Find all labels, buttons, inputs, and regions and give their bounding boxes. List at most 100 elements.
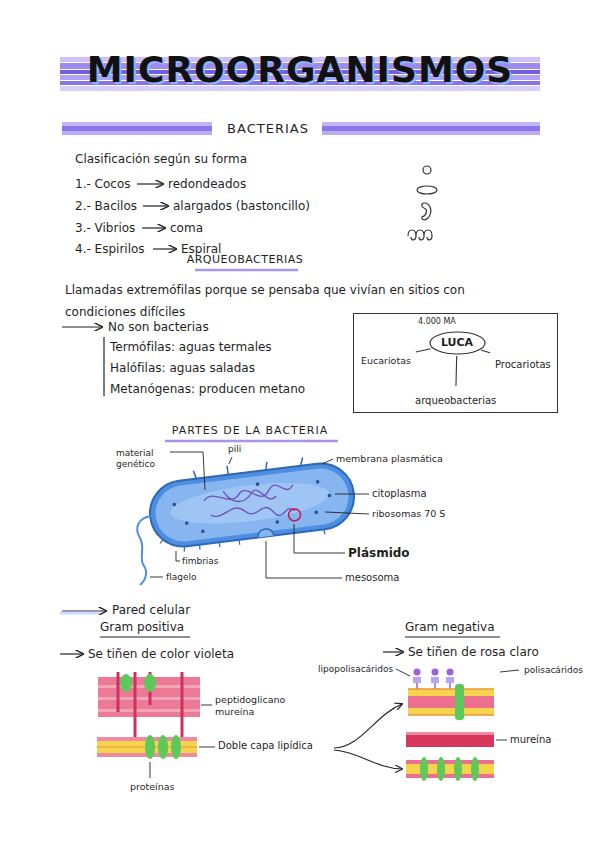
text-arrow bbox=[62, 326, 102, 327]
heading-underline bbox=[100, 637, 190, 638]
bacterium-body bbox=[172, 502, 176, 506]
bacterium-body bbox=[316, 480, 320, 484]
bacterium-body bbox=[152, 465, 351, 544]
flagellum bbox=[137, 516, 151, 585]
bacterium-body bbox=[185, 521, 189, 525]
part-label: lipopolisacáridos bbox=[318, 664, 393, 675]
leader-line bbox=[199, 747, 215, 748]
paragraph: Llamadas extremófilas porque se pensaba … bbox=[65, 279, 535, 323]
bacterium-body bbox=[145, 451, 358, 555]
part-label: fimbrias bbox=[182, 556, 219, 567]
list-item: 3.- Vibrios bbox=[75, 221, 135, 235]
text-arrow bbox=[62, 610, 106, 611]
node-title: LUCA bbox=[441, 336, 473, 349]
branch-text: arqueobacterias bbox=[415, 395, 496, 407]
bacterium-body bbox=[255, 482, 259, 486]
branch-line bbox=[416, 349, 431, 352]
part-label: polisacáridos bbox=[524, 665, 583, 676]
flagellum bbox=[137, 516, 151, 585]
branch-text: Eucariotas bbox=[361, 355, 411, 366]
section-band bbox=[322, 122, 540, 126]
text-arrow bbox=[143, 205, 168, 206]
subheading: Gram positiva bbox=[100, 620, 184, 634]
gram-positive-wall bbox=[120, 674, 132, 692]
section-band bbox=[62, 131, 212, 135]
bacterium-body bbox=[203, 483, 296, 525]
shape-icon bbox=[422, 203, 431, 220]
gram-negative-wall bbox=[432, 669, 439, 676]
branch-line bbox=[455, 356, 457, 386]
leader-line bbox=[150, 452, 519, 778]
gram-negative-wall bbox=[406, 760, 494, 764]
leader-line bbox=[396, 669, 410, 676]
text-arrow bbox=[383, 651, 403, 652]
branch-line bbox=[481, 350, 490, 353]
leader-line bbox=[170, 452, 205, 490]
shape-icon bbox=[423, 166, 431, 174]
leader-line bbox=[201, 705, 212, 706]
gram-negative-wall bbox=[406, 774, 494, 778]
part-label: ribosomas 70 S bbox=[372, 508, 445, 519]
heading-underline bbox=[195, 269, 298, 272]
part-label: peptidoglicano bbox=[215, 694, 285, 705]
list-item: Halófilas: aguas saladas bbox=[110, 361, 255, 375]
gram-positive-wall bbox=[145, 735, 155, 759]
list-item: redondeados bbox=[168, 177, 246, 191]
note-text: No son bacterias bbox=[108, 320, 209, 334]
heading-underline bbox=[60, 270, 500, 637]
section-band bbox=[322, 126, 540, 131]
subheading: Gram negativa bbox=[405, 620, 495, 634]
leader-line bbox=[229, 457, 232, 464]
luca-ellipse: LUCA bbox=[429, 331, 486, 355]
branch-text: Procariotas bbox=[495, 359, 551, 371]
bracket-line bbox=[103, 337, 104, 396]
gram-positive-wall bbox=[158, 735, 168, 759]
gram-positive-wall bbox=[97, 672, 200, 759]
list-item: 1.- Cocos bbox=[75, 177, 131, 191]
gram-negative-wall bbox=[406, 732, 494, 735]
curved-arrow bbox=[334, 704, 402, 748]
leader-line bbox=[500, 670, 519, 672]
list-item: 2.- Bacilos bbox=[75, 199, 137, 213]
branch-label: Eucariotas bbox=[358, 348, 414, 369]
bacterium-body bbox=[327, 493, 331, 497]
bacterium-body bbox=[146, 460, 358, 550]
leader-line bbox=[496, 740, 507, 741]
curved-arrow bbox=[334, 750, 402, 769]
list-item: Termófilas: aguas termales bbox=[110, 340, 272, 354]
shape-icon bbox=[417, 186, 437, 194]
bacterium-body bbox=[160, 519, 326, 554]
part-label: Plásmido bbox=[348, 546, 410, 560]
bracket-line bbox=[103, 337, 104, 396]
gram-negative-wall bbox=[406, 732, 494, 747]
branch-label: Procariotas bbox=[492, 352, 554, 373]
part-label: proteínas bbox=[130, 781, 175, 792]
bacterium-body bbox=[257, 528, 274, 537]
list-item: 4.- Espirilos bbox=[75, 242, 145, 256]
part-label: citoplasma bbox=[372, 488, 427, 500]
shape-icon bbox=[408, 166, 437, 240]
part-label: mesosoma bbox=[345, 572, 399, 584]
bacterium-body bbox=[168, 476, 331, 531]
bacterium-body bbox=[201, 529, 205, 533]
gram-negative-wall bbox=[446, 677, 454, 683]
gram-negative-wall bbox=[431, 677, 439, 683]
gram-negative-wall bbox=[447, 669, 454, 676]
gram-negative-wall bbox=[413, 677, 421, 683]
gram-positive-wall bbox=[144, 674, 156, 692]
part-label: flagelo bbox=[166, 572, 196, 583]
list-item: alargados (bastoncillo) bbox=[173, 199, 310, 213]
leader-line bbox=[150, 762, 151, 778]
section-band bbox=[62, 126, 212, 131]
section-band bbox=[62, 122, 212, 126]
ellipse-outline bbox=[430, 332, 485, 354]
text-arrow bbox=[137, 183, 163, 184]
branch-label: arqueobacterias bbox=[412, 388, 499, 409]
shape-icon bbox=[408, 230, 432, 240]
section-heading: PARTES DE LA BACTERIA bbox=[172, 424, 328, 437]
gram-negative-wall bbox=[437, 757, 445, 781]
gram-negative-wall bbox=[408, 696, 494, 708]
bacterium-body bbox=[288, 508, 301, 521]
leader-line bbox=[322, 459, 333, 464]
leader-line bbox=[266, 541, 342, 578]
